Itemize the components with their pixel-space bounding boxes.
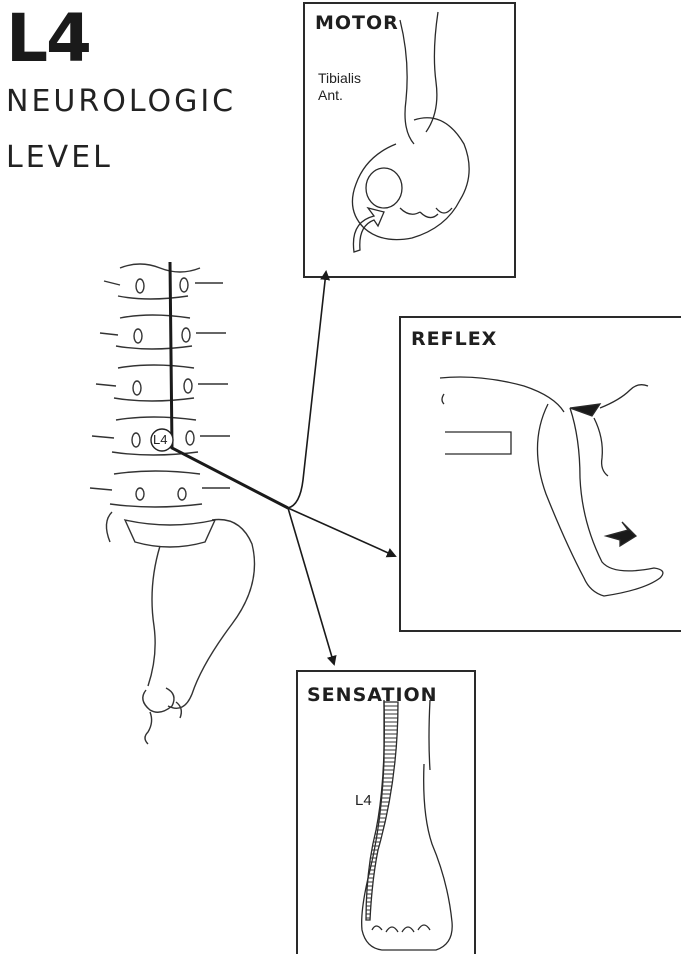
arrow-to-reflex xyxy=(288,508,395,556)
dermatome-hatch xyxy=(366,702,398,920)
branch-arrows xyxy=(288,272,395,664)
motor-foot-illustration xyxy=(352,12,469,252)
nerve-root-path xyxy=(170,262,288,508)
reflex-leg-illustration xyxy=(440,377,663,596)
arrow-to-sensation xyxy=(288,508,334,664)
sensation-foot-illustration xyxy=(362,700,453,950)
spine-level-label: L4 xyxy=(153,432,167,447)
arrow-to-motor xyxy=(288,272,326,508)
